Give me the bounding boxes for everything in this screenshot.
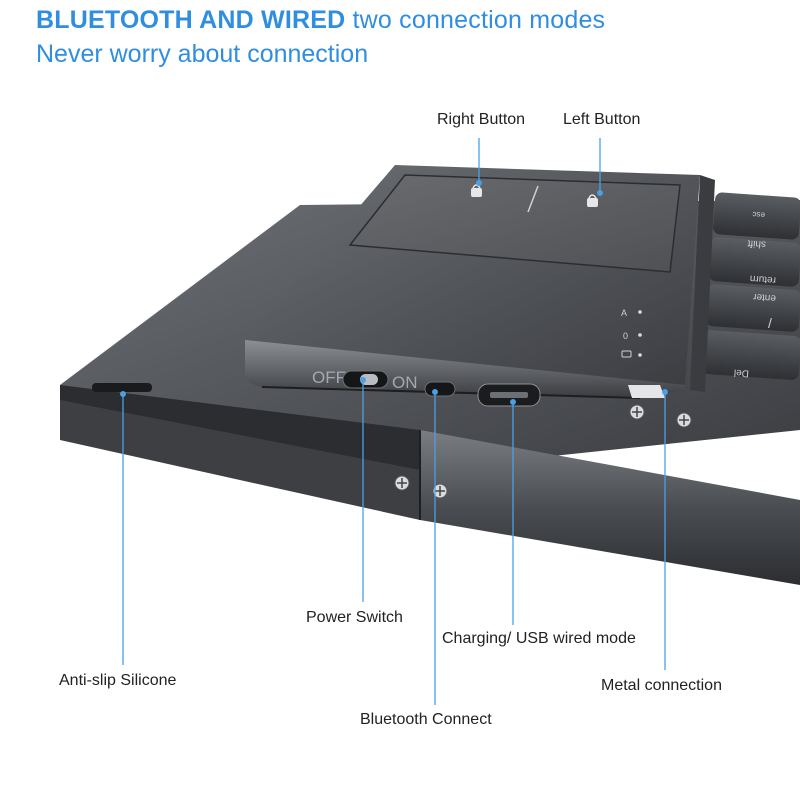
- base-front-edge: [60, 385, 800, 580]
- callout-right-button: Right Button: [437, 111, 526, 128]
- callout-power-switch: Power Switch: [306, 609, 403, 626]
- touchpad-divider: [527, 185, 539, 213]
- callout-lines: [120, 138, 668, 705]
- indicator-0: 0: [623, 331, 628, 341]
- headline-rest: two connection modes: [345, 6, 606, 34]
- switch-off-label: OFF: [312, 368, 346, 387]
- indicator-lights: A 0: [621, 308, 642, 358]
- screw-icon: [676, 412, 692, 428]
- switch-on-label: ON: [392, 373, 418, 392]
- key-label-esc: esc: [752, 210, 765, 220]
- key: [706, 284, 800, 332]
- key-label-slash: /: [768, 315, 772, 331]
- base-side-face: [420, 430, 800, 585]
- screw-icon: [629, 404, 645, 420]
- indicator-a: A: [621, 308, 627, 318]
- callout-charging: Charging/ USB wired mode: [442, 630, 636, 647]
- callout-left-button: Left Button: [563, 111, 641, 128]
- bluetooth-connect-button[interactable]: [424, 381, 456, 397]
- anti-slip-silicone-strip: [92, 383, 152, 392]
- keyboard-module-edge: [690, 175, 715, 392]
- screw-icon: [432, 483, 448, 499]
- headline-bold: BLUETOOTH AND WIRED: [36, 6, 346, 34]
- key-label-shift: shift: [747, 237, 766, 249]
- callout-metal-connection: Metal connection: [601, 677, 722, 694]
- callout-anti-slip: Anti-slip Silicone: [59, 672, 177, 689]
- callout-bluetooth-connect: Bluetooth Connect: [360, 711, 492, 728]
- usb-port-contacts: [490, 392, 528, 398]
- subheadline: Never worry about connection: [36, 40, 369, 68]
- base-left-face: [60, 400, 420, 520]
- key-label-return: return: [749, 273, 776, 286]
- battery-icon: [621, 350, 632, 358]
- key: [702, 330, 800, 380]
- right-button-lock-icon: [471, 184, 482, 197]
- metal-connection-plate: [628, 385, 665, 398]
- key: [709, 237, 800, 287]
- key-label-del: Del: [734, 367, 750, 379]
- screw-icon: [394, 475, 410, 491]
- keyboard-keys: esc shift return enter / Del: [702, 192, 800, 380]
- headline: BLUETOOTH AND WIRED two connection modes: [36, 6, 605, 35]
- key-label-enter: enter: [752, 291, 776, 304]
- key: [713, 192, 800, 240]
- left-button-lock-icon: [587, 194, 598, 207]
